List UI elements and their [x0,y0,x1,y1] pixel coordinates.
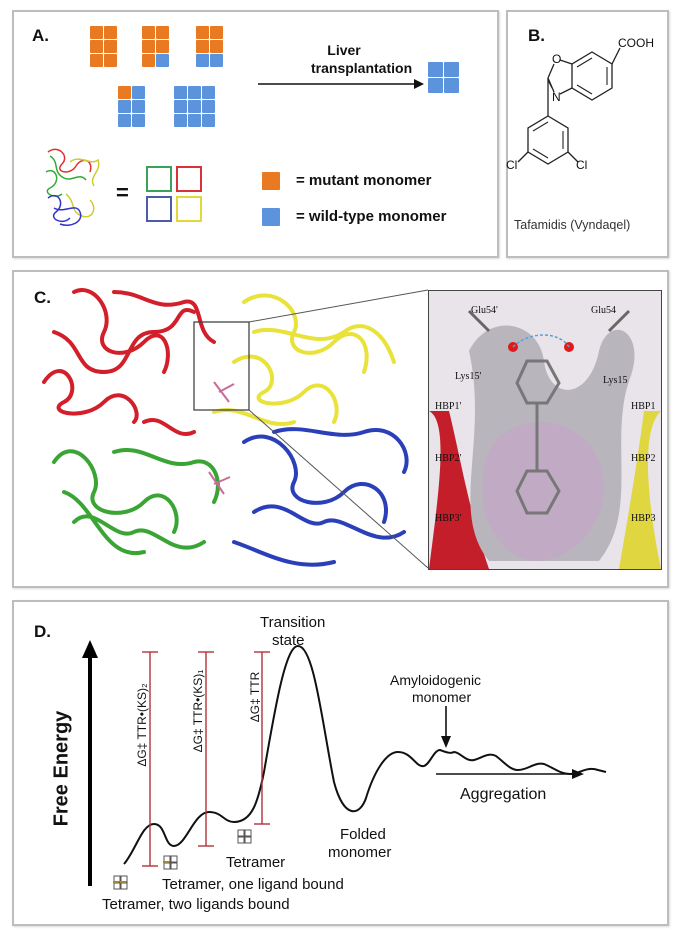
cl-left-label: Cl [506,158,518,172]
legend-wildtype-swatch [262,208,280,226]
cl-right-label: Cl [576,158,588,172]
tetramer-one-ligand-label: Tetramer, one ligand bound [162,876,344,893]
panel-d: D. Free Energy ΔG [12,600,669,926]
residue-lys15: Lys15 [603,375,628,386]
dg-ttr-label: ΔG‡ TTR [248,671,262,723]
dg-ks2-label: ΔG‡ TTR•(KS)₂ [135,683,149,767]
panel-a: A. Liver transplantation [12,10,499,258]
energy-landscape [113,644,607,890]
legend-mutant-label: = mutant monomer [296,172,432,189]
residue-lys15p: Lys15' [455,371,482,382]
panel-c: C. [12,270,669,588]
amyloidogenic-line2: monomer [412,689,472,705]
aggregation-label: Aggregation [460,786,547,803]
cooh-label: COOH [618,36,654,50]
panel-b-label: B. [528,26,545,45]
arrow-label-line1: Liver [327,42,361,58]
binding-pocket-zoom: Glu54' Glu54 Lys15' Lys15 HBP1' HBP1 HBP… [428,290,662,570]
residue-glu54: Glu54 [591,305,616,316]
ttr-ribbon-thumbnail [45,148,100,226]
equals-sign: = [116,180,129,205]
tetramer-two-ligands-label: Tetramer, two ligands bound [102,896,290,913]
panel-b: B. COOH O N Cl Cl Tafamidis (Vyndaqel) [506,10,669,258]
dg-ks1-label: ΔG‡ TTR•(KS)₁ [191,669,205,753]
panel-a-label: A. [32,26,49,45]
oxazole-n-label: N [552,90,561,104]
panel-c-label: C. [34,288,51,307]
hbp2-label: HBP2 [631,453,656,464]
residue-glu54p: Glu54' [471,305,498,316]
folded-monomer-line2: monomer [328,844,392,861]
arrow-label-line2: transplantation [311,60,413,76]
folded-monomer-line1: Folded [340,826,386,843]
tetramer-label: Tetramer [226,854,286,871]
ttr-ribbon-structure [42,288,429,569]
transition-state-line1: Transition [260,614,326,631]
hbp3-label: HBP3 [631,513,656,524]
tafamidis-structure [517,47,621,165]
hbp1-label: HBP1 [631,401,656,412]
drug-caption: Tafamidis (Vyndaqel) [514,218,631,232]
panel-d-label: D. [34,622,51,641]
hbp2p-label: HBP2' [435,453,462,464]
transplant-arrow [258,79,424,89]
legend-mutant-swatch [262,172,280,190]
free-energy-axis-arrow [82,640,98,886]
hbp3p-label: HBP3' [435,513,462,524]
oxazole-o-label: O [552,52,562,66]
transition-state-line2: state [272,632,305,649]
binding-pocket-render [429,309,661,569]
hbp1p-label: HBP1' [435,401,462,412]
legend-wildtype-label: = wild-type monomer [296,208,447,225]
amyloidogenic-line1: Amyloidogenic [390,672,482,688]
